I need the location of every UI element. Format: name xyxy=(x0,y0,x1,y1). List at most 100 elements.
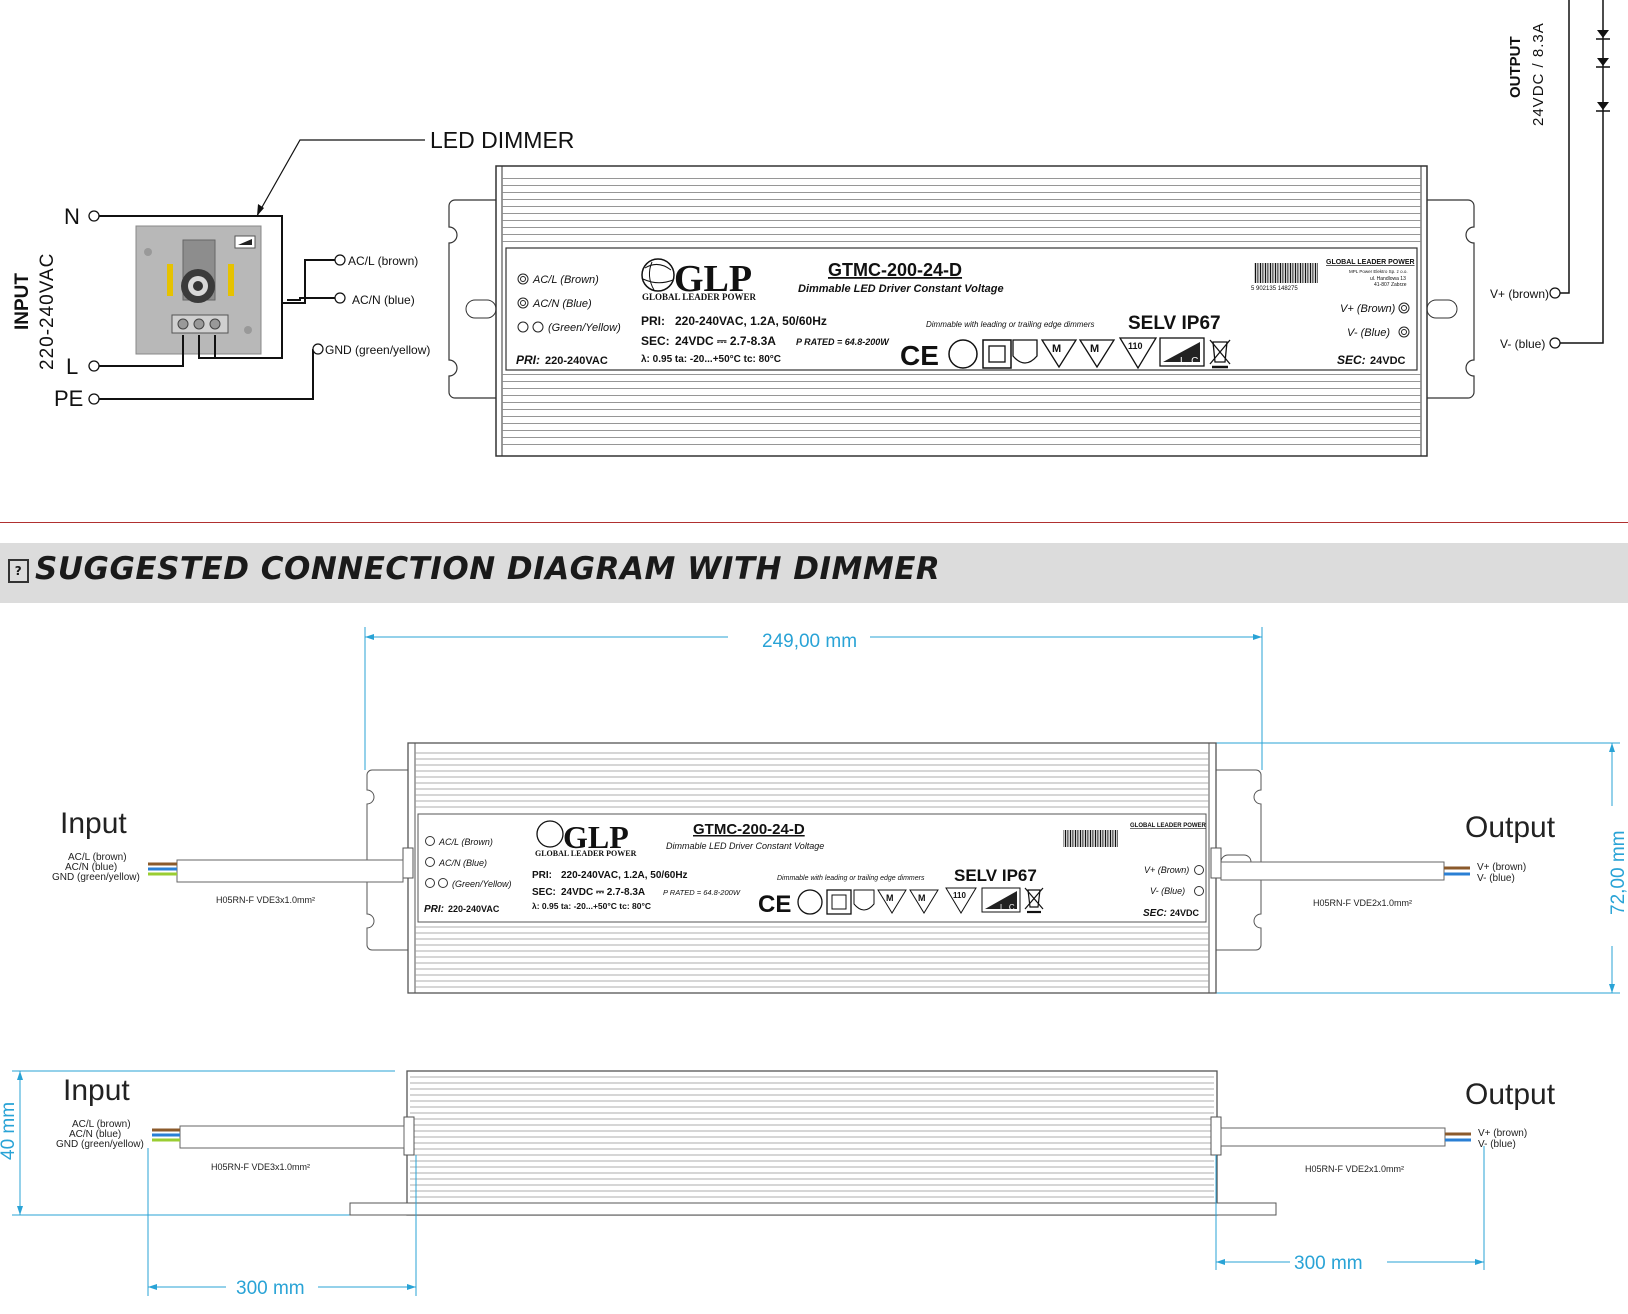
front-subtitle: Dimmable LED Driver Constant Voltage xyxy=(666,841,824,851)
side-input-label: Input xyxy=(63,1074,130,1107)
company-name: GLOBAL LEADER POWER xyxy=(1326,259,1415,266)
m-mark-icon-2 xyxy=(1078,339,1116,369)
front-dimmable-note: Dimmable with leading or trailing edge d… xyxy=(777,875,925,882)
wire-acn-label: AC/N (blue) xyxy=(352,293,415,307)
temp-110-icon xyxy=(1118,337,1158,370)
pri-bottom-label: PRI: xyxy=(516,353,540,367)
leader-arrow-icon xyxy=(257,204,264,216)
front-in-gnd: GND (green/yellow) xyxy=(52,872,140,883)
side-cable-in-spec: H05RN-F VDE3x1.0mm² xyxy=(211,1162,310,1172)
dimmable-note: Dimmable with leading or trailing edge d… xyxy=(926,320,1095,329)
side-cable-out-spec: H05RN-F VDE2x1.0mm² xyxy=(1305,1164,1404,1174)
front-pin-vplus: V+ (Brown) xyxy=(1144,865,1189,875)
front-ce-mark: CE xyxy=(758,891,791,918)
company-addr2: ul. Handlowa 13 xyxy=(1370,276,1406,282)
model-name: GTMC-200-24-D xyxy=(828,260,962,280)
front-m-mark-1: M xyxy=(886,893,894,903)
dim-width: 249,00 mm xyxy=(762,631,857,652)
pin-vminus: V- (Blue) xyxy=(1347,327,1390,339)
driver-label-top: AC/L (Brown) AC/N (Blue) (Green/Yellow) … xyxy=(516,258,1415,371)
front-out-vminus: V- (blue) xyxy=(1477,873,1515,884)
sec-bottom-value: 24VDC xyxy=(1370,355,1406,367)
output-title: OUTPUT xyxy=(1507,36,1524,98)
input-voltage: 220-240VAC xyxy=(37,253,58,370)
terminal-l-icon xyxy=(88,360,100,372)
barcode-digits: 5 902135 148275 xyxy=(1251,286,1298,292)
front-brand-logo: GLP xyxy=(563,819,629,855)
front-brand-sub: GLOBAL LEADER POWER xyxy=(535,849,637,858)
terminal-l: L xyxy=(66,354,78,379)
front-m-mark-2: M xyxy=(918,893,926,903)
m-mark-icon xyxy=(1040,339,1078,369)
front-pin-gnd: (Green/Yellow) xyxy=(452,879,512,889)
output-wiring xyxy=(1559,0,1604,344)
section-divider xyxy=(0,522,1628,523)
section-header: ?SUGGESTED CONNECTION DIAGRAM WITH DIMME… xyxy=(0,543,1628,603)
front-in-acn: AC/N (blue) xyxy=(65,862,117,873)
front-pri-label: PRI: xyxy=(532,870,552,881)
front-pri-value: 220-240VAC, 1.2A, 50/60Hz xyxy=(561,870,688,881)
pin-acn: AC/N (Blue) xyxy=(532,298,592,310)
wiring-lines xyxy=(99,215,335,400)
ce-mark: CE xyxy=(900,340,939,371)
lambda-line: λ: 0.95 ta: -20...+50°C tc: 80°C xyxy=(641,354,781,365)
brand-sub: GLOBAL LEADER POWER xyxy=(642,292,757,302)
pin-vplus: V+ (Brown) xyxy=(1340,303,1396,315)
front-pin-acn: AC/N (Blue) xyxy=(438,858,487,868)
wire-acl-label: AC/L (brown) xyxy=(348,254,418,268)
dim-depth: 40 mm xyxy=(0,1102,19,1160)
prated: P RATED = 64.8-200W xyxy=(796,337,890,347)
side-out-vplus: V+ (brown) xyxy=(1478,1128,1527,1139)
front-sec-label: SEC: xyxy=(532,887,556,898)
wire-vminus-label: V- (blue) xyxy=(1500,337,1545,351)
terminal-n: N xyxy=(64,204,80,229)
side-out-vminus: V- (blue) xyxy=(1478,1139,1516,1150)
globe-icon xyxy=(641,258,675,292)
led-dimmer-leader xyxy=(256,139,425,217)
front-selv: SELV IP67 xyxy=(954,866,1037,885)
terminal-n-icon xyxy=(88,210,100,222)
dim-cable-out: 300 mm xyxy=(1294,1253,1363,1274)
wire-vplus-label: V+ (brown) xyxy=(1490,287,1549,301)
weee-bin-icon xyxy=(1209,339,1231,369)
dimmer-clip-left xyxy=(167,264,173,296)
output-spec: 24VDC / 8.3A xyxy=(1530,22,1547,126)
wire-gnd-label: GND (green/yellow) xyxy=(325,343,430,357)
dim-cable-in: 300 mm xyxy=(236,1278,305,1299)
dimension-front-view: 249,00 mm 72,00 mm AC/L (Brown) AC/N (Bl… xyxy=(52,627,1628,994)
company-addr3: 41-807 Zabrze xyxy=(1374,282,1407,288)
front-model-name: GTMC-200-24-D xyxy=(693,821,805,838)
label-subtitle: Dimmable LED Driver Constant Voltage xyxy=(798,283,1004,295)
dimmer-ramp-icon xyxy=(238,239,252,245)
front-mark-110: 110 xyxy=(953,891,966,900)
front-globe-icon xyxy=(536,820,564,848)
sec-label: SEC: xyxy=(641,334,670,348)
led-dimmer-label: LED DIMMER xyxy=(430,127,574,153)
dimmer-clip-right xyxy=(228,264,234,296)
section-title: SUGGESTED CONNECTION DIAGRAM WITH DIMMER xyxy=(35,551,941,587)
side-in-acn: AC/N (blue) xyxy=(69,1129,121,1140)
front-pin-vminus: V- (Blue) xyxy=(1150,886,1185,896)
sec-bottom-label: SEC: xyxy=(1337,353,1366,367)
front-lambda: λ: 0.95 ta: -20...+50°C tc: 80°C xyxy=(532,901,651,911)
driver-top xyxy=(448,165,1475,457)
front-prated: P RATED = 64.8-200W xyxy=(663,888,741,897)
m-mark-1: M xyxy=(1052,343,1061,355)
front-in-acl: AC/L (brown) xyxy=(68,852,127,863)
side-in-gnd: GND (green/yellow) xyxy=(56,1139,144,1150)
front-company: GLOBAL LEADER POWER xyxy=(1130,823,1207,829)
front-mark-lc: L, C xyxy=(1000,903,1015,912)
section-title-wrap: ?SUGGESTED CONNECTION DIAGRAM WITH DIMME… xyxy=(8,551,940,587)
barcode xyxy=(1254,263,1318,283)
dimming-ramp-icon xyxy=(1163,342,1200,362)
mark-lc: L, C xyxy=(1180,356,1198,367)
pri-value: 220-240VAC, 1.2A, 50/60Hz xyxy=(675,314,827,328)
front-cable-out-spec: H05RN-F VDE2x1.0mm² xyxy=(1313,898,1412,908)
pin-gnd: (Green/Yellow) xyxy=(548,322,621,334)
selv-ip67: SELV IP67 xyxy=(1128,313,1221,334)
front-output-label: Output xyxy=(1465,811,1556,844)
side-output-label: Output xyxy=(1465,1078,1556,1111)
front-sec-bottom-label: SEC: xyxy=(1143,908,1167,919)
front-sec-bottom-value: 24VDC xyxy=(1170,908,1200,918)
